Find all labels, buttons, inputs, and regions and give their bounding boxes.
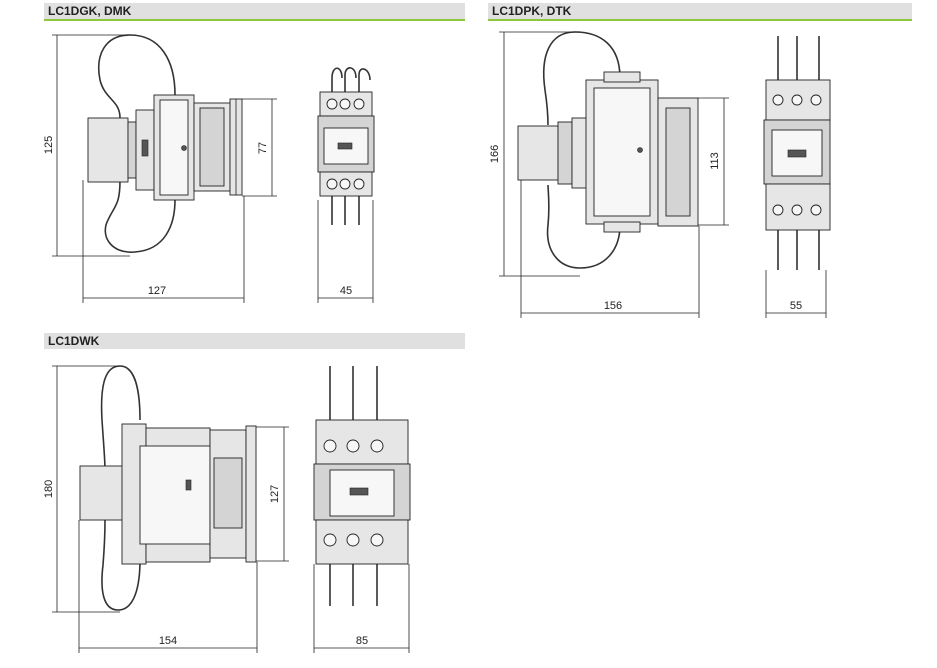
dwk-front-view [313,366,411,606]
dpk-side-view [517,31,699,269]
dwk-mount-height-label: 127 [269,485,281,503]
section-title-dwk: LC1DWK [44,333,465,349]
dgk-side-width-label: 127 [148,285,166,297]
dwk-front-width-label: 85 [356,635,368,647]
dpk-side-width-label: 156 [604,300,622,312]
section-title-dpk: LC1DPK, DTK [488,3,912,19]
dgk-height-label: 125 [43,136,55,154]
dgk-side-view [87,34,243,253]
dwk-height-label: 180 [43,480,55,498]
dpk-front-width-label: 55 [790,300,802,312]
section-title-dgk: LC1DGK, DMK [44,3,465,19]
dwk-side-view [79,365,257,611]
dwk-side-width-label: 154 [159,635,177,647]
section-rule-dgk [44,19,465,21]
dgk-front-view [317,67,375,225]
dgk-front-width-label: 45 [340,285,352,297]
section-rule-dpk [488,19,912,21]
dgk-mount-height-label: 77 [257,142,269,154]
dpk-front-view [763,36,831,270]
dpk-mount-height-label: 113 [709,152,721,170]
dpk-height-label: 166 [489,145,501,163]
